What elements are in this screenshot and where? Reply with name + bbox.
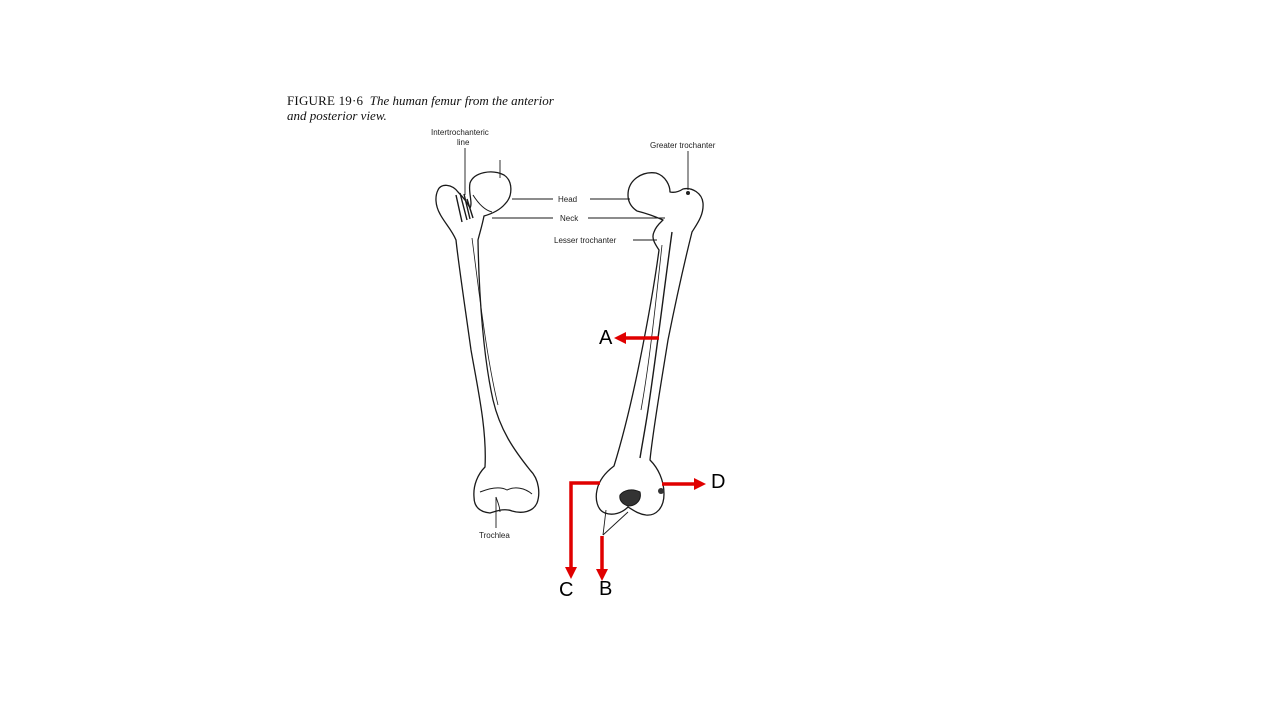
arrow-c-head [565,567,577,579]
anterior-trochlea-groove [495,496,501,513]
marker-c: C [559,579,574,601]
figure-caption: FIGURE 19·6 The human femur from the ant… [287,93,587,123]
anterior-trochlea-contour [479,487,533,495]
figure-number: FIGURE 19·6 [287,93,364,108]
red-arrows [565,332,706,581]
marker-a: A [599,327,613,349]
anterior-intertrochanteric-texture [455,192,474,223]
arrow-a-head [614,332,626,344]
marker-d: D [711,471,726,493]
label-trochlea: Trochlea [479,531,510,540]
figure-caption-line2: and posterior view. [287,108,387,123]
figure-caption-line1: The human femur from the anterior [369,93,554,108]
posterior-condyle-mark [658,488,664,494]
arrow-d-head [694,478,706,490]
label-intertrochanteric-line-1: Intertrochanteric [431,128,489,137]
anterior-shaft-line [471,237,499,406]
label-lesser-trochanter: Lesser trochanter [554,236,617,245]
condyle-leader-left [602,509,607,536]
anterior-head-contour [472,194,493,213]
marker-b: B [599,578,613,600]
condyle-leader-right [602,511,629,536]
posterior-intercondylar-fossa [619,489,641,507]
anterior-femur [435,171,540,514]
label-intertrochanteric-line-2: line [457,138,470,147]
label-neck: Neck [560,214,579,223]
label-greater-trochanter: Greater trochanter [650,141,716,150]
label-head: Head [558,195,578,204]
arrow-b-head [596,569,608,581]
greater-trochanter-dot [686,191,690,195]
posterior-femur-outline [595,172,704,516]
leader-lines [464,148,689,536]
posterior-shaft-line [640,244,663,411]
arrow-c-shaft [569,481,600,568]
posterior-femur [595,172,704,516]
anterior-femur-outline [435,171,540,514]
posterior-linea-aspera [639,231,673,459]
